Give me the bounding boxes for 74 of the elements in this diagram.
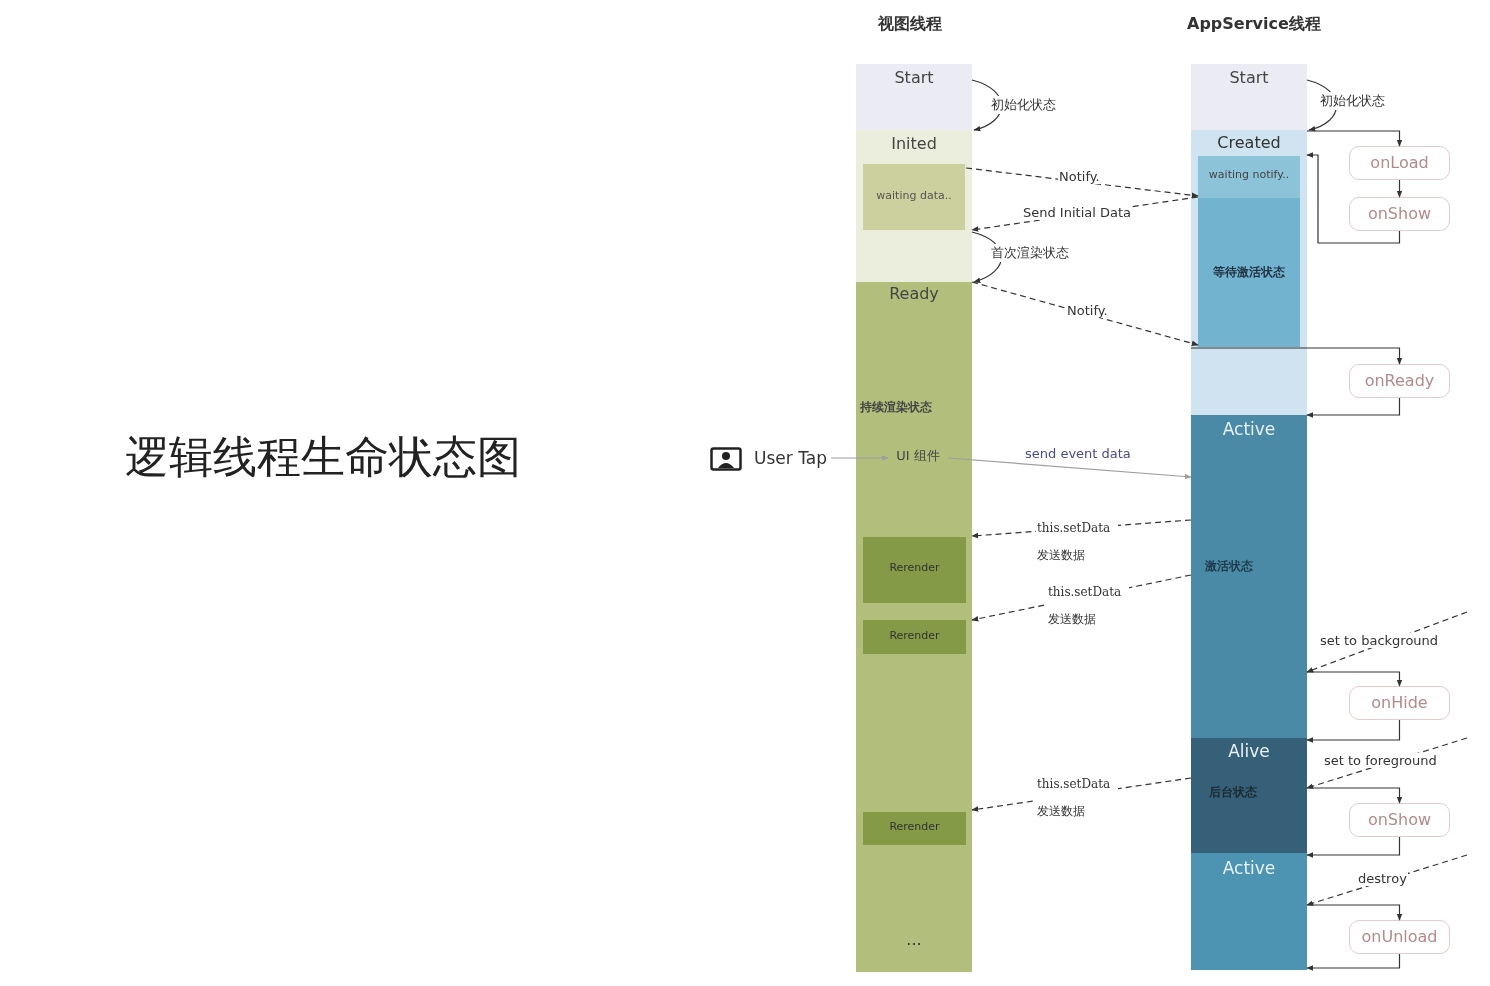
state-label: Rerender (888, 820, 941, 833)
state-label: Start (1228, 68, 1270, 87)
state-label: Created (1216, 133, 1282, 152)
state-label: Rerender (888, 629, 941, 642)
arrow (947, 457, 1192, 480)
edge-label: set to foreground (1323, 753, 1438, 768)
state-label: Active (1221, 858, 1277, 878)
title: 逻辑线程生命状态图 (125, 430, 521, 484)
arrow (1306, 836, 1401, 858)
arrow (1306, 130, 1403, 147)
arrow (1306, 953, 1401, 971)
state-label: onShow (1366, 810, 1433, 829)
process-box (1198, 198, 1300, 347)
state-label: onUnload (1360, 927, 1439, 946)
state-band (1191, 853, 1307, 970)
state-label: waiting notify.. (1207, 168, 1291, 181)
state-label: onShow (1366, 204, 1433, 223)
state-label: Inited (890, 134, 938, 153)
state-label: waiting data.. (875, 189, 953, 202)
process-box (863, 620, 966, 654)
state-band (856, 130, 972, 282)
state-band (1191, 415, 1307, 738)
state-label: Active (1221, 419, 1277, 439)
lifecycle-box (1349, 920, 1450, 954)
edge-label: destroy (1357, 871, 1408, 886)
arrow (1306, 397, 1401, 418)
lifecycle-box (1349, 364, 1450, 398)
dashed-arrow (965, 167, 1199, 198)
dashed-arrow (971, 281, 1199, 346)
edge-label: Notify. (1058, 169, 1101, 184)
state-note: 后台状态 (1209, 784, 1257, 801)
lifecycle-box (1349, 686, 1450, 720)
process-box (863, 164, 965, 230)
edge-label: 初始化状态 (990, 96, 1057, 114)
arrow (830, 455, 889, 461)
state-note: 激活状态 (1205, 558, 1253, 575)
arrow (1306, 787, 1403, 804)
state-band (856, 64, 972, 130)
arrow (1396, 179, 1403, 198)
lifecycle-box (1349, 146, 1450, 180)
arrow (1306, 152, 1401, 244)
edge-label: 初始化状态 (1319, 92, 1386, 110)
column-header: AppService线程 (1187, 14, 1321, 35)
state-band (1191, 130, 1307, 415)
state-label: Alive (1227, 741, 1271, 761)
state-label: onReady (1363, 371, 1436, 390)
arrow (1306, 671, 1403, 687)
arrow (1306, 719, 1401, 743)
edge-label: Notify. (1066, 303, 1109, 318)
state-band (1191, 738, 1307, 853)
state-label: Ready (888, 284, 940, 303)
state-label: Start (893, 68, 935, 87)
process-box (1198, 156, 1300, 198)
state-label: onHide (1370, 693, 1429, 712)
edge-label: Send Initial Data (1022, 205, 1133, 220)
state-label: Rerender (888, 561, 941, 574)
edge-label: send event data (1024, 446, 1132, 461)
lifecycle-box (1349, 803, 1450, 837)
state-band (856, 282, 972, 972)
state-band (1191, 64, 1307, 130)
state-note: 持续渲染状态 (860, 399, 932, 416)
arrow (1190, 347, 1403, 365)
state-label: onLoad (1369, 153, 1430, 172)
state-note: ... (905, 930, 923, 949)
edge-label: set to background (1319, 633, 1440, 648)
column-header: 视图线程 (878, 14, 942, 35)
edge-label: 首次渲染状态 (990, 244, 1070, 262)
state-label: 等待激活状态 (1212, 264, 1286, 281)
lifecycle-box (1349, 197, 1450, 231)
process-box (863, 537, 966, 603)
node-label: UI 组件 (888, 447, 948, 467)
arrow (1306, 904, 1403, 921)
actor-label: User Tap (754, 448, 827, 468)
process-box (863, 812, 966, 845)
